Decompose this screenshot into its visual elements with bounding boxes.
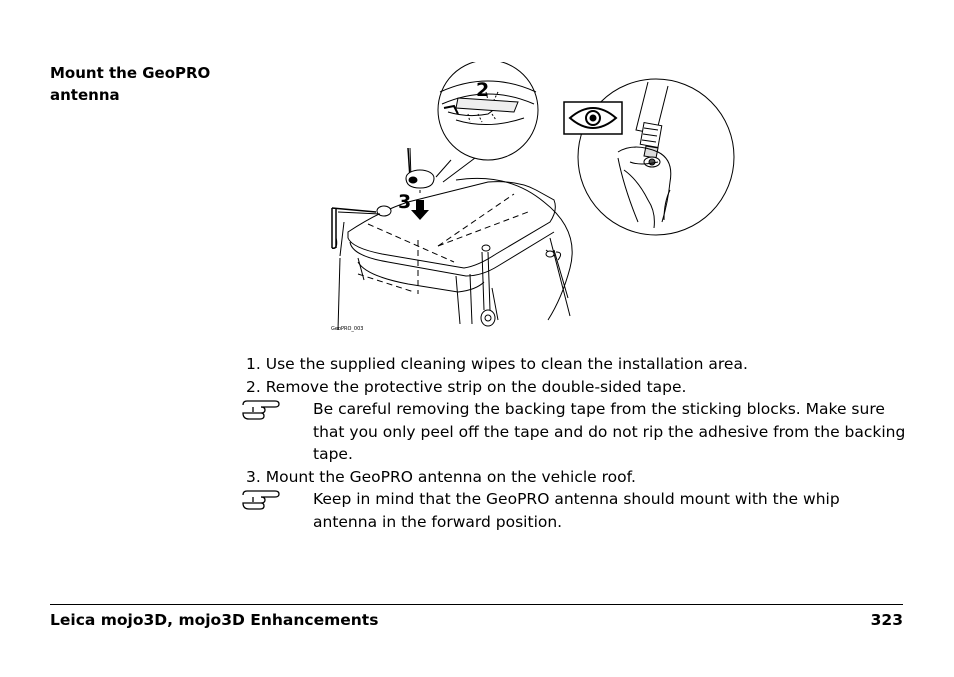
vehicle-roof [331, 172, 573, 331]
step-text: Use the supplied cleaning wipes to clean… [265, 355, 748, 373]
callout-3: 3 [398, 191, 411, 213]
step-3: 3. Mount the GeoPRO antenna on the vehic… [246, 466, 906, 489]
note-text: Be careful removing the backing tape fro… [313, 400, 906, 463]
page-number: 323 [870, 611, 903, 629]
eye-icon [563, 101, 623, 135]
step-1: 1. Use the supplied cleaning wipes to cl… [246, 353, 906, 376]
step-number: 3. [246, 467, 261, 486]
callout-2: 2 [476, 79, 489, 101]
note-1: Be careful removing the backing tape fro… [242, 398, 906, 466]
step-text: Remove the protective strip on the doubl… [265, 377, 687, 396]
footer-divider [50, 604, 903, 605]
pointing-hand-icon [242, 400, 280, 420]
detail-circle-tape: 2 [435, 62, 539, 183]
step-number: 2. [246, 377, 261, 396]
detail-circle-whip-antenna [563, 78, 735, 236]
step-text: Mount the GeoPRO antenna on the vehicle … [265, 467, 636, 486]
downward-arrow-icon [411, 200, 429, 220]
note-2: Keep in mind that the GeoPRO antenna sho… [242, 488, 906, 533]
section-heading: Mount the GeoPRO antenna [50, 64, 211, 104]
instruction-list: 1. Use the supplied cleaning wipes to cl… [242, 353, 906, 533]
note-text: Keep in mind that the GeoPRO antenna sho… [313, 490, 840, 531]
geopro-antenna [405, 147, 435, 189]
pointing-hand-icon [242, 490, 280, 510]
antenna-mounting-illustration: 2 [331, 62, 735, 332]
step-2: 2. Remove the protective strip on the do… [246, 376, 906, 399]
footer-title: Leica mojo3D, mojo3D Enhancements [50, 611, 379, 629]
step-number: 1. [246, 355, 261, 373]
image-code: GeoPRO_003 [331, 326, 363, 332]
